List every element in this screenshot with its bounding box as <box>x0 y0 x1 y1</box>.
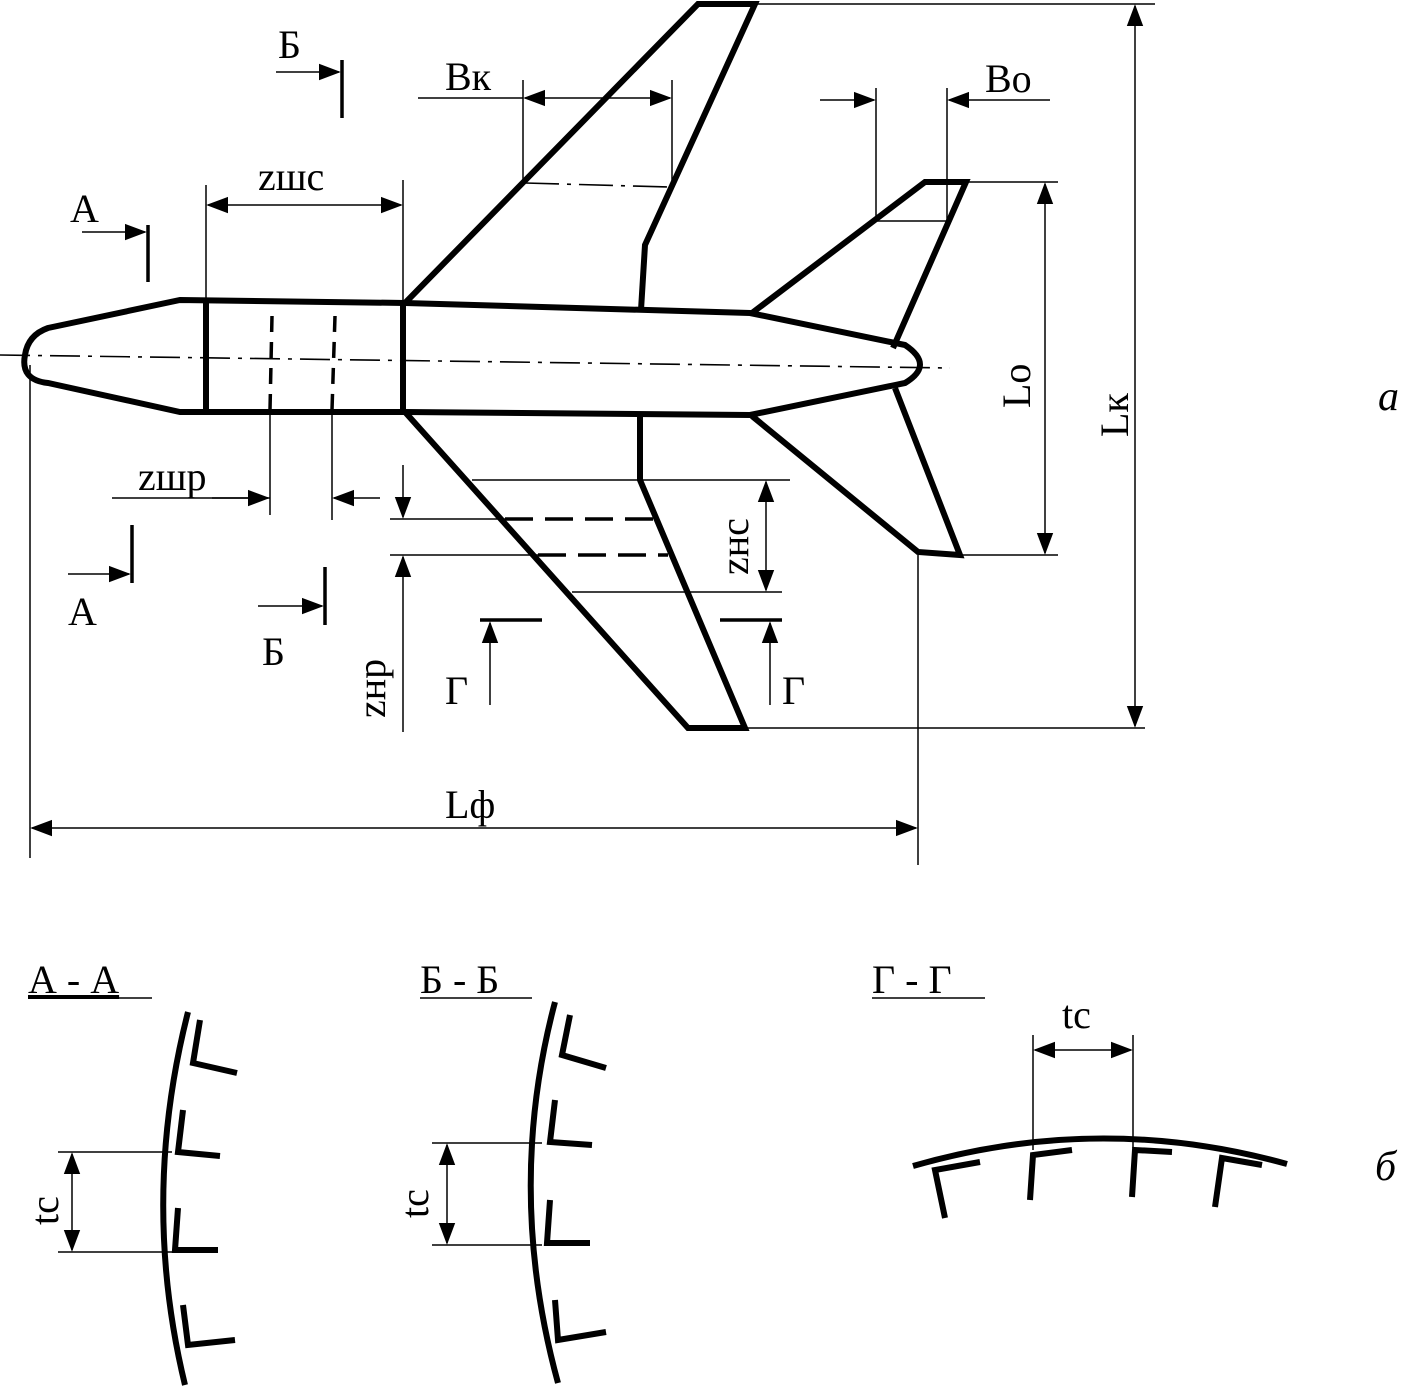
fuselage-frame-dashed-2 <box>330 315 337 411</box>
section-gg-pitch-label: tc <box>1062 992 1091 1037</box>
section-aa-pitch-label: tc <box>22 1196 67 1225</box>
mark-g-left: Г <box>445 668 468 713</box>
section-bb-stringers <box>543 1014 607 1344</box>
label-lf: Lф <box>445 782 495 827</box>
section-gg-title: Г - Г <box>872 957 952 1002</box>
label-zshr: zшр <box>138 454 207 499</box>
section-bb-skin <box>527 1001 561 1384</box>
label-bo: Во <box>985 56 1032 101</box>
section-aa-title: А - А <box>28 957 119 1002</box>
section-aa-skin <box>160 1011 191 1386</box>
section-bb-pitch-label: tc <box>392 1189 437 1218</box>
section-gg-skin <box>912 1135 1288 1169</box>
dimension-lines <box>29 3 1155 865</box>
mark-g-right: Г <box>782 668 805 713</box>
panel-label-b: б <box>1375 1144 1398 1190</box>
panel-label-a: а <box>1378 374 1399 420</box>
center-line <box>0 354 951 369</box>
section-gg: Г - Г tc <box>872 957 1288 1219</box>
label-znc: zнс <box>712 518 757 575</box>
section-aa-stringers <box>171 1019 238 1349</box>
label-bk: Вк <box>445 54 492 99</box>
section-bb: Б - Б tc <box>392 957 607 1384</box>
section-gg-stringers <box>931 1146 1263 1219</box>
upper-stabilizer <box>750 179 971 350</box>
upper-wing-chord-line <box>524 182 669 188</box>
mark-b-lower: Б <box>262 629 285 674</box>
section-cut-marks <box>68 60 782 705</box>
mark-a-lower: А <box>68 589 97 634</box>
fuselage-frame-dashed-1 <box>268 315 274 411</box>
fuselage-outline <box>21 296 923 419</box>
mark-a-upper: А <box>70 186 99 231</box>
lower-stabilizer <box>750 386 965 559</box>
upper-wing <box>402 1 760 311</box>
label-zshs: zшс <box>258 154 324 199</box>
label-lo: Lo <box>994 364 1039 408</box>
label-lk: Lк <box>1092 393 1137 437</box>
mark-b-upper: Б <box>278 22 301 67</box>
section-aa: А - А tc <box>22 957 238 1386</box>
dimension-labels: Вк Во zшс zшр zнс zнр Lo Lк Lф А А Б Б Г… <box>68 22 1399 1190</box>
section-bb-title: Б - Б <box>420 957 499 1002</box>
label-znr: zнр <box>349 659 394 718</box>
